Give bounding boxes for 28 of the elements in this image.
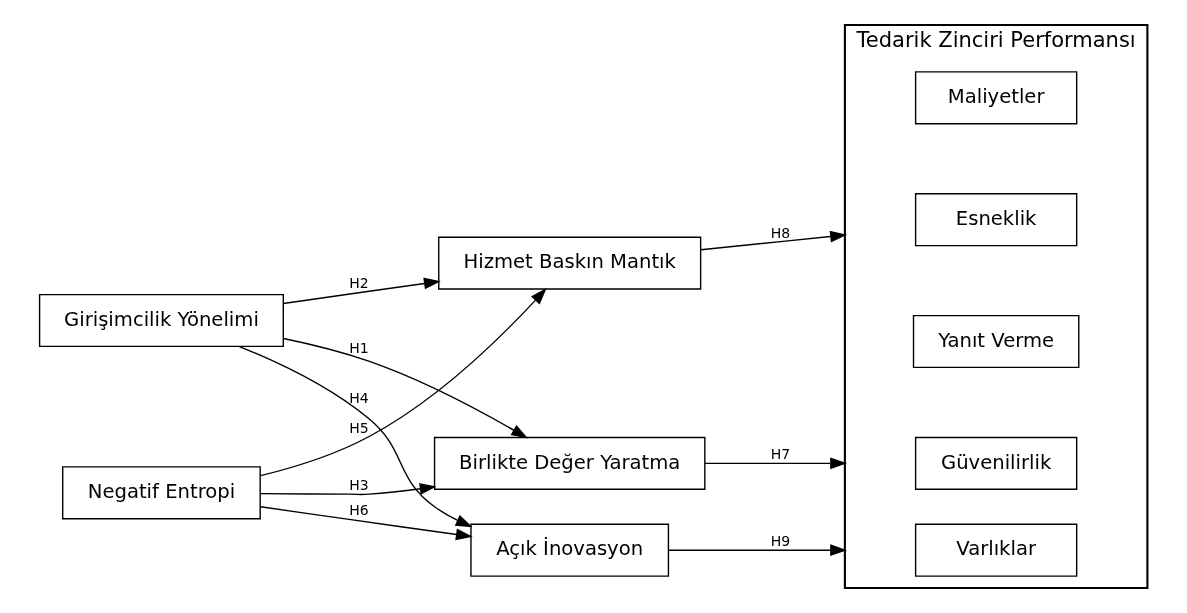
arrow bbox=[238, 345, 473, 528]
arrow bbox=[259, 288, 547, 477]
node-box: Maliyetler bbox=[914, 71, 1078, 125]
node-box: Varlıklar bbox=[914, 523, 1078, 577]
arrow bbox=[282, 337, 529, 439]
edge-label: H4 bbox=[349, 390, 369, 407]
node-box: Birlikte Değer Yaratma bbox=[433, 436, 706, 490]
edge-label: H7 bbox=[770, 446, 791, 463]
edge-label: H5 bbox=[349, 419, 369, 436]
arrow bbox=[259, 506, 473, 541]
node-box: Girişimcilik Yönelimi bbox=[38, 293, 284, 348]
node-box: Güvenilirlik bbox=[914, 436, 1078, 490]
edge-label: H1 bbox=[349, 339, 369, 356]
node-box: Yanıt Verme bbox=[912, 314, 1080, 369]
arrow bbox=[700, 230, 847, 251]
arrow bbox=[668, 544, 847, 557]
edge-label: H6 bbox=[349, 502, 369, 519]
arrow bbox=[259, 483, 437, 496]
arrow bbox=[704, 457, 847, 470]
node-box: Hizmet Baskın Mantık bbox=[438, 236, 702, 290]
node-box: Esneklik bbox=[914, 193, 1078, 247]
node-box: Negatif Entropi bbox=[62, 466, 261, 520]
edge-label: H8 bbox=[770, 224, 791, 241]
arrow bbox=[282, 277, 441, 305]
edge-label: H2 bbox=[349, 275, 369, 292]
edge-label: H9 bbox=[770, 532, 791, 549]
node-box: Açık İnovasyon bbox=[470, 523, 670, 577]
edge-label: H3 bbox=[349, 476, 369, 493]
